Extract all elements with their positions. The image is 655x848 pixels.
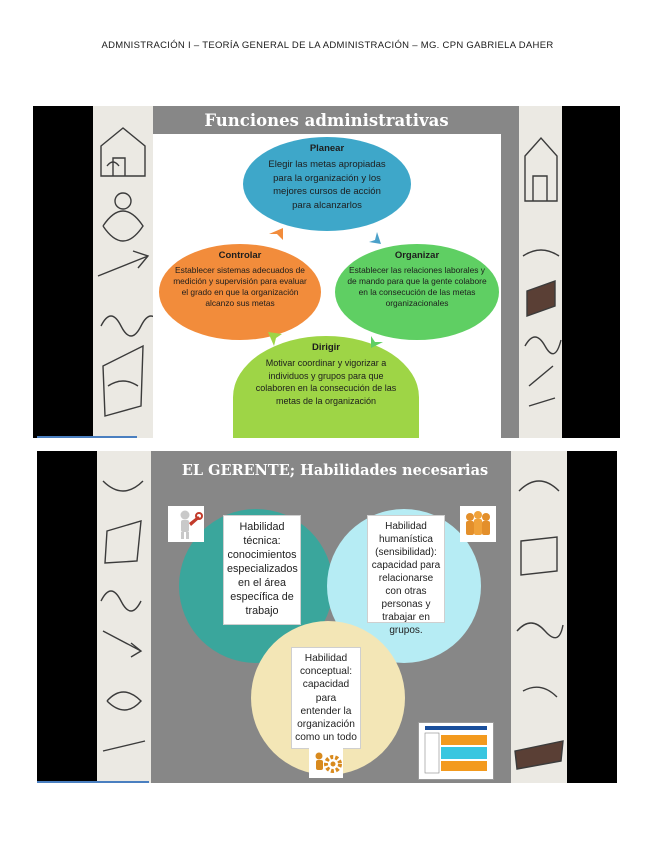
slide-funciones-administrativas: Funciones administrativas Planear Elegir…	[33, 106, 620, 438]
habilidad-tecnica-text: Habilidad técnica: conocimientos especia…	[223, 515, 301, 625]
slide-title: EL GERENTE; Habilidades necesarias	[45, 462, 617, 479]
figure-wrench-icon	[168, 506, 204, 542]
dirigir-title: Dirigir	[312, 342, 340, 353]
arrow-dirigir-controlar	[266, 328, 288, 350]
slide1-progress	[37, 436, 137, 438]
ellipse-organizar: Organizar Establecer las relaciones labo…	[335, 244, 499, 340]
slide2-progress	[37, 781, 149, 783]
gear-figure-icon	[309, 748, 343, 778]
ellipse-controlar: Controlar Establecer sistemas adecuados …	[159, 244, 321, 340]
planear-body: Elegir las metas apropiadas para la orga…	[243, 158, 411, 212]
ellipse-planear: Planear Elegir las metas apropiadas para…	[243, 137, 411, 231]
arrow-controlar-planear	[265, 226, 287, 248]
planear-title: Planear	[310, 143, 344, 154]
sketch-background-right	[511, 451, 567, 783]
controlar-body: Establecer sistemas adecuados de medició…	[159, 265, 321, 309]
slide-title: Funciones administrativas	[33, 111, 620, 130]
sketch-background-right	[519, 106, 562, 438]
arrow-planear-organizar	[361, 224, 383, 246]
slide-el-gerente: EL GERENTE; Habilidades necesarias Habil…	[37, 451, 617, 783]
slide-thumbnail[interactable]	[418, 722, 494, 780]
organizar-body: Establecer las relaciones laborales y de…	[335, 265, 499, 309]
arrow-organizar-dirigir	[365, 328, 387, 350]
team-figures-icon	[460, 506, 496, 542]
habilidad-humanistica-text: Habilidad humanística (sensibilidad): ca…	[367, 515, 445, 623]
controlar-title: Controlar	[219, 250, 262, 261]
habilidad-conceptual-text: Habilidad conceptual: capacidad para ent…	[291, 647, 361, 749]
sketch-background-left	[97, 451, 151, 783]
dirigir-body: Motivar coordinar y vigorizar a individu…	[233, 357, 419, 407]
organizar-title: Organizar	[395, 250, 439, 261]
page-header: ADMNISTRACIÓN I – TEORÍA GENERAL DE LA A…	[0, 40, 655, 51]
sketch-background-left	[93, 106, 153, 438]
